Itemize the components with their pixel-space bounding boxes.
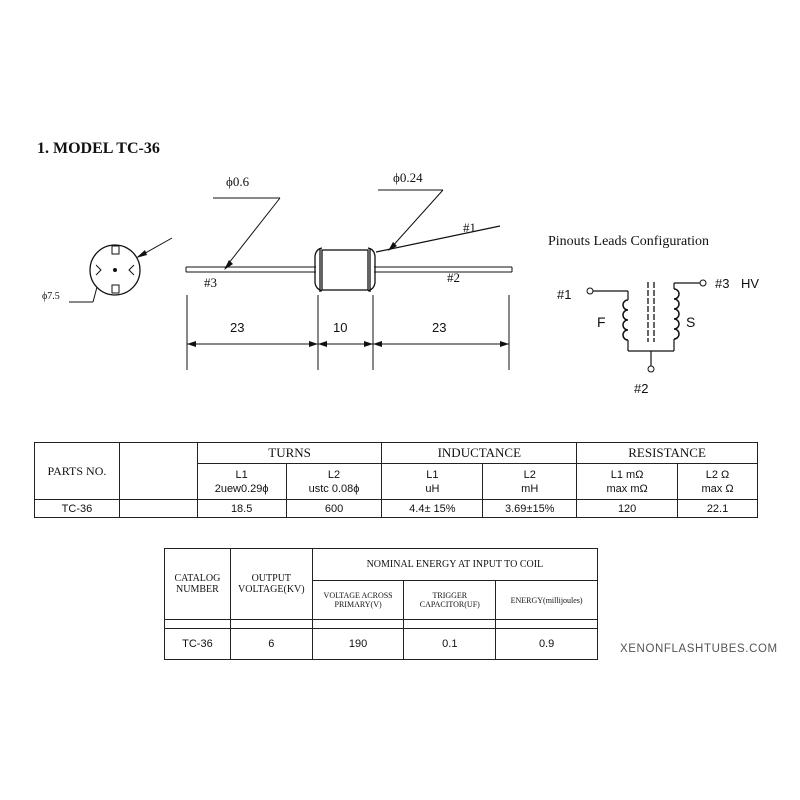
pin3-label: #3 <box>204 275 217 290</box>
model-title: 1. MODEL TC-36 <box>37 140 160 157</box>
side-view <box>185 225 513 292</box>
dimension-lines <box>186 295 510 370</box>
leader-lines <box>213 189 444 270</box>
blank-cell <box>118 499 198 518</box>
lead-diameter-label: ϕ0.6 <box>226 174 250 189</box>
pinout-hv: HV <box>741 276 759 291</box>
energy-cell: 0.9 <box>495 628 598 660</box>
turns-l1-cell: 18.5 <box>196 499 287 518</box>
trigger-capacitor-header: TRIGGER CAPACITOR(UF) <box>403 580 497 620</box>
ind-l1-cell: 4.4± 15% <box>381 499 484 518</box>
table-row: TC-36 18.5 600 4.4± 15% 3.69±15% 120 22.… <box>34 499 758 518</box>
parts-no-header: PARTS NO. <box>34 442 120 500</box>
pin2-label: #2 <box>447 270 460 285</box>
dim-mid: 10 <box>333 320 347 335</box>
turns-l2-cell: 600 <box>285 499 383 518</box>
wire-diameter-label: ϕ0.24 <box>393 170 423 185</box>
end-view: ϕ7.5 <box>42 237 173 303</box>
pin1-label: #1 <box>463 220 476 235</box>
part-cell: TC-36 <box>34 499 120 518</box>
res-l1-cell: 120 <box>576 499 679 518</box>
inductance-header: INDUCTANCE <box>381 442 578 464</box>
ind-l2-cell: 3.69±15% <box>482 499 578 518</box>
voltage-cell: 190 <box>311 628 405 660</box>
nominal-energy-header: NOMINAL ENERGY AT INPUT TO COIL <box>311 548 599 581</box>
energy-header: ENERGY(millijoules) <box>495 580 598 620</box>
pinout-schematic <box>586 279 707 373</box>
resistance-header: RESISTANCE <box>576 442 758 464</box>
spec-table: PARTS NO. TURNS INDUCTANCE RESISTANCE L1… <box>34 442 758 518</box>
dim-right: 23 <box>432 320 446 335</box>
pinout-title: Pinouts Leads Configuration <box>548 234 709 249</box>
catalog-cell: TC-36 <box>164 628 231 660</box>
catalog-table: CATALOG NUMBER OUTPUT VOLTAGE(KV) NOMINA… <box>164 548 599 660</box>
dim-left: 23 <box>230 320 244 335</box>
trigger-cell: 0.1 <box>403 628 497 660</box>
catalog-number-header: CATALOG NUMBER <box>164 548 231 620</box>
table-row: TC-36 6 190 0.1 0.9 <box>164 628 598 660</box>
pinout-pin3: #3 <box>715 276 729 291</box>
blank-header-cell <box>118 442 198 500</box>
technical-drawing: ϕ7.5 ϕ0.6 ϕ0.24 #1 #2 #3 <box>42 170 759 396</box>
pinout-pin1: #1 <box>557 287 571 302</box>
output-cell: 6 <box>229 628 313 660</box>
output-voltage-header: OUTPUT VOLTAGE(KV) <box>229 548 313 620</box>
body-diameter-label: ϕ7.5 <box>42 291 60 302</box>
turns-header: TURNS <box>196 442 383 464</box>
pinout-s: S <box>686 314 695 330</box>
watermark: XENONFLASHTUBES.COM <box>620 643 778 655</box>
voltage-primary-header: VOLTAGE ACROSS PRIMARY(V) <box>311 580 405 620</box>
pinout-f: F <box>597 314 606 330</box>
res-l2-cell: 22.1 <box>677 499 758 518</box>
pinout-pin2: #2 <box>634 381 648 396</box>
